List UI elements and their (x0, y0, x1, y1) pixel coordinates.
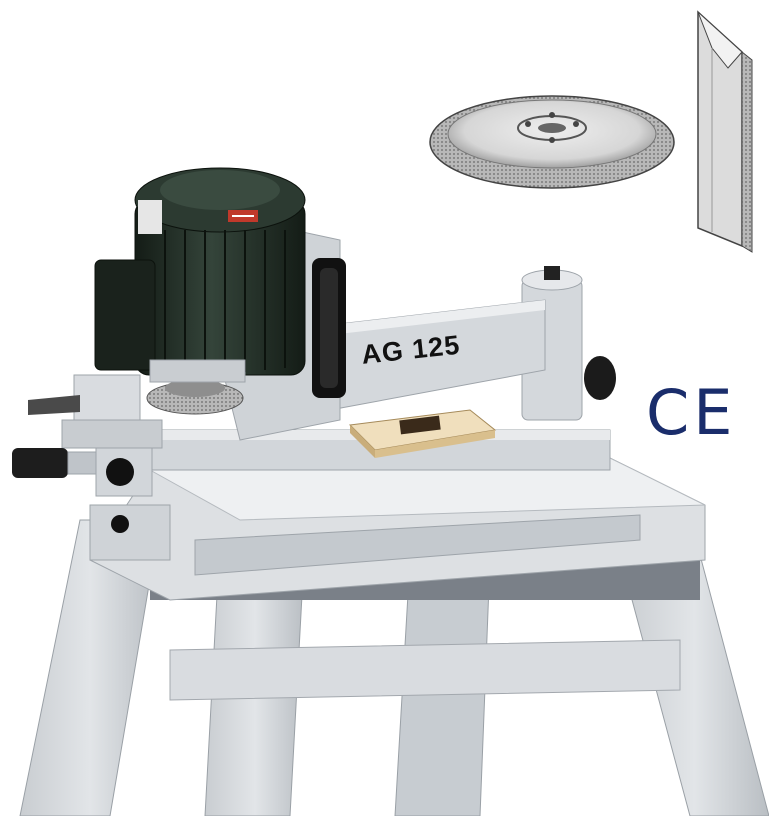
grinding-wheel (146, 359, 246, 415)
knife-clamp (12, 374, 163, 533)
ce-certification-mark: CE (646, 376, 737, 449)
machine-stand (19, 519, 769, 816)
wood-block (348, 409, 497, 458)
circular-blade-icon (429, 95, 675, 189)
electric-motor (94, 167, 306, 376)
straight-blade-icon (697, 10, 753, 253)
machine-base (89, 457, 706, 601)
